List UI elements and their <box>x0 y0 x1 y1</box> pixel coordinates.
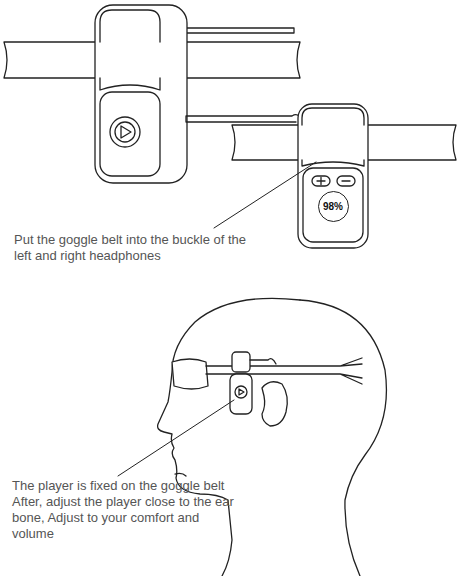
head-outline <box>300 300 386 576</box>
cable <box>250 359 276 364</box>
head-outline <box>158 298 300 576</box>
ear <box>262 382 287 426</box>
headphone-body <box>298 104 368 248</box>
play-icon <box>239 389 244 395</box>
instruction-note: The player is fixed on the goggle belt A… <box>12 478 234 542</box>
battery-indicator: 98% <box>318 191 349 222</box>
instruction-note: Put the goggle belt into the buckle of t… <box>14 232 264 264</box>
play-button <box>235 386 247 398</box>
battery-percent: 98% <box>323 201 343 212</box>
headphone-body <box>95 5 187 183</box>
buckle <box>100 10 160 90</box>
cable <box>186 115 302 122</box>
play-icon <box>121 126 131 138</box>
leader-line <box>118 400 234 476</box>
buckle <box>232 352 250 372</box>
play-button <box>115 122 135 142</box>
volume-icon <box>317 178 350 185</box>
goggle-lens <box>172 359 208 389</box>
play-button <box>110 117 140 147</box>
mouth <box>175 473 186 476</box>
player-face <box>100 92 160 176</box>
player-face <box>303 168 363 242</box>
player-face <box>230 374 252 414</box>
buckle <box>302 108 364 166</box>
leader-line <box>214 162 316 228</box>
